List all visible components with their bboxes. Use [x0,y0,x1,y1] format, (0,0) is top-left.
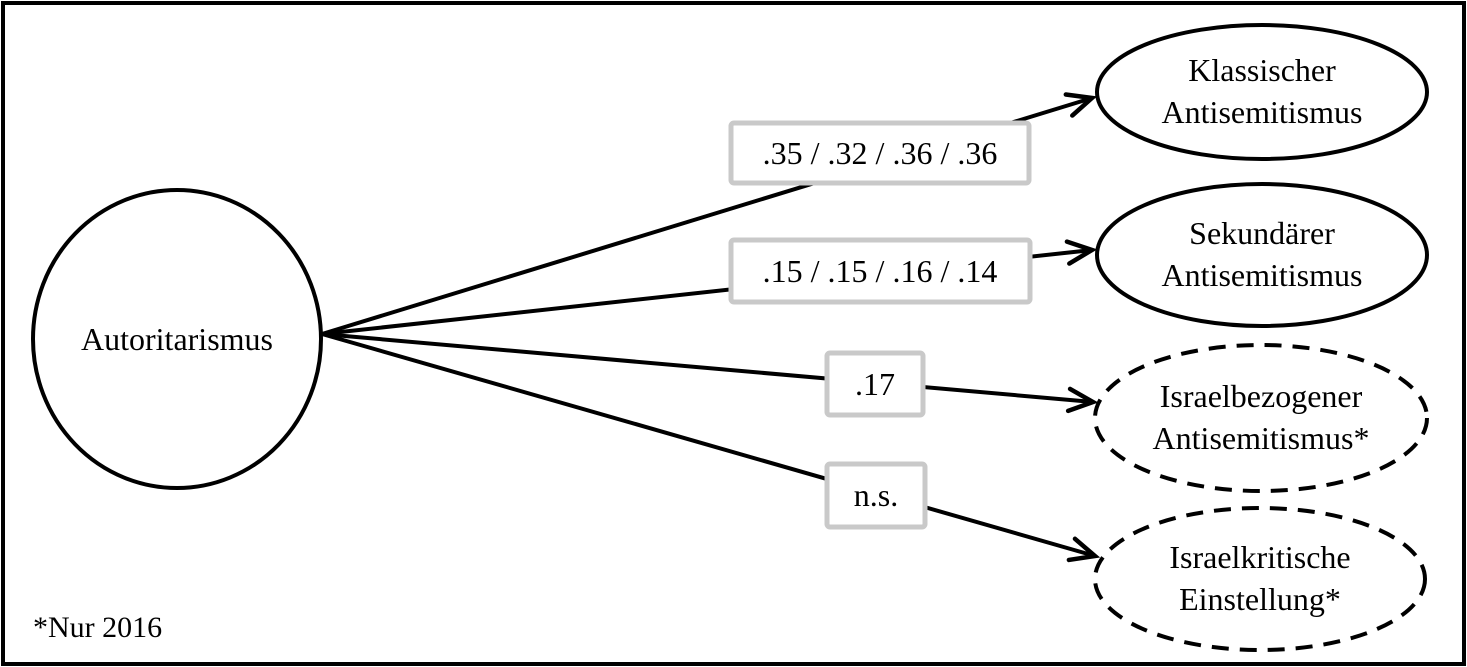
israelkritische-einstellung-label-line1: Israelkritische [1169,539,1350,575]
footnote: *Nur 2016 [33,611,162,644]
node-israelkritische-einstellung: Israelkritische Einstellung* [1093,506,1427,652]
coefficient-1-label: .35 / .32 / .36 / .36 [763,135,998,171]
outcome-nodes: Klassischer Antisemitismus Sekundärer An… [1093,23,1429,652]
klassischer-antisemitismus-label-line1: Klassischer [1188,52,1336,88]
coefficient-box-2-rect [728,237,1033,305]
israelkritische-einstellung-label-line2: Einstellung* [1179,581,1341,617]
coefficient-2-label: .15 / .15 / .16 / .14 [763,253,998,289]
coefficient-box-3-rect [824,350,926,418]
node-autoritarismus: Autoritarismus [31,188,323,490]
coefficient-4-label: n.s. [854,477,898,513]
israelbezogener-antisemitismus-label-line2: Antisemitismus* [1153,420,1370,456]
arrow-to-israelkritische-einstellung [321,332,1095,556]
klassischer-antisemitismus-ellipse [1095,23,1429,161]
sekundaerer-antisemitismus-label-line1: Sekundärer [1189,215,1335,251]
coefficient-box-3: .17 [824,350,926,418]
coefficient-3-label: .17 [855,366,895,402]
klassischer-antisemitismus-label-line2: Antisemitismus [1162,94,1363,130]
coefficient-box-2: .15 / .15 / .16 / .14 [728,237,1033,305]
coefficient-box-1: .35 / .32 / .36 / .36 [728,120,1032,186]
arrow-to-israelbezogener-antisemitismus [321,332,1093,402]
autoritarismus-circle [31,188,323,490]
sekundaerer-antisemitismus-label-line2: Antisemitismus [1162,257,1363,293]
node-israelbezogener-antisemitismus: Israelbezogener Antisemitismus* [1093,343,1429,493]
sekundaerer-antisemitismus-ellipse [1095,182,1429,328]
israelbezogener-antisemitismus-ellipse [1093,343,1429,493]
coefficient-box-4: n.s. [824,461,928,530]
node-klassischer-antisemitismus: Klassischer Antisemitismus [1095,23,1429,161]
israelbezogener-antisemitismus-label-line1: Israelbezogener [1160,378,1363,414]
node-sekundaerer-antisemitismus: Sekundärer Antisemitismus [1095,182,1429,328]
israelkritische-einstellung-ellipse [1093,506,1427,652]
coefficient-boxes: .35 / .32 / .36 / .36 .15 / .15 / .16 / … [728,120,1033,530]
coefficient-box-4-rect [824,461,928,530]
coefficient-box-1-rect [728,120,1032,186]
autoritarismus-label: Autoritarismus [81,321,273,357]
